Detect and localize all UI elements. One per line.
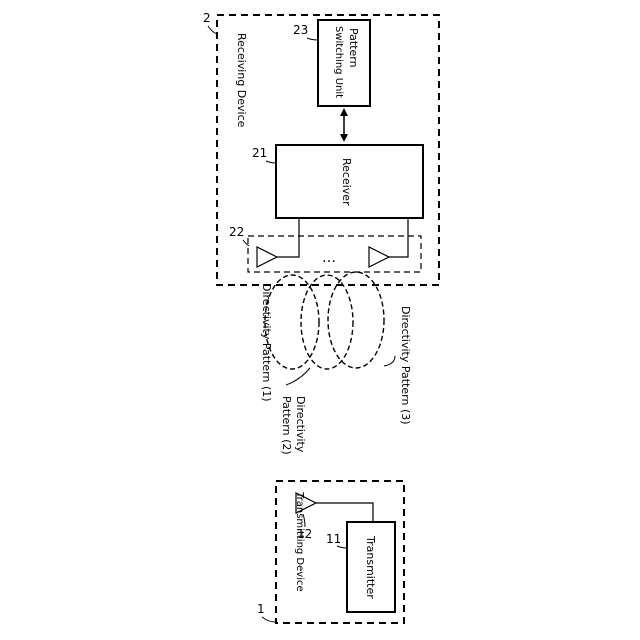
antenna-array-ref: 22 [229, 225, 244, 239]
receiver-ref: 21 [252, 146, 267, 160]
transmitter-ref: 11 [326, 532, 341, 546]
transmitter-leader [337, 546, 347, 548]
directivity-pattern-3-lobe [328, 272, 384, 368]
antenna-feed-right [389, 218, 408, 257]
receiver-device-label: Receiving Device [235, 33, 248, 128]
transmitter-device-ref: 1 [257, 602, 265, 616]
pattern-switcher-leader [307, 38, 318, 40]
receiver-leader [266, 161, 276, 163]
receiver-label: Receiver [340, 158, 353, 206]
transmitter-label: Transmitter [364, 535, 377, 599]
receiver-device-ref: 2 [203, 11, 211, 25]
directivity-pattern-3-label: Directivity Pattern (3) [399, 306, 412, 425]
arrowhead-down [340, 134, 348, 142]
directivity-pattern-1-label: Directivity Pattern (1) [260, 283, 273, 402]
transmit-antenna-ref: 12 [297, 527, 312, 541]
antenna-element-left [257, 247, 277, 267]
directivity-pattern-2-label-line1: Directivity [294, 396, 307, 453]
pattern-switcher-ref: 23 [293, 23, 308, 37]
arrowhead-up [340, 108, 348, 116]
pattern-switcher-label-line2: Switching Unit [333, 26, 344, 98]
antenna-array-ellipsis: … [322, 250, 336, 266]
directivity-pattern-3-leader [384, 356, 395, 366]
antenna-element-right [369, 247, 389, 267]
directivity-pattern-2-label-line2: Pattern (2) [280, 396, 293, 455]
directivity-pattern-2-lobe [301, 275, 353, 369]
directivity-pattern-2-leader [286, 368, 310, 385]
pattern-switcher-label-line1: Pattern [347, 28, 360, 68]
transmit-antenna-feed [316, 503, 373, 522]
transmitter-device-leader [262, 617, 276, 622]
receiver-device-leader [208, 26, 217, 34]
antenna-feed-left [277, 218, 299, 257]
